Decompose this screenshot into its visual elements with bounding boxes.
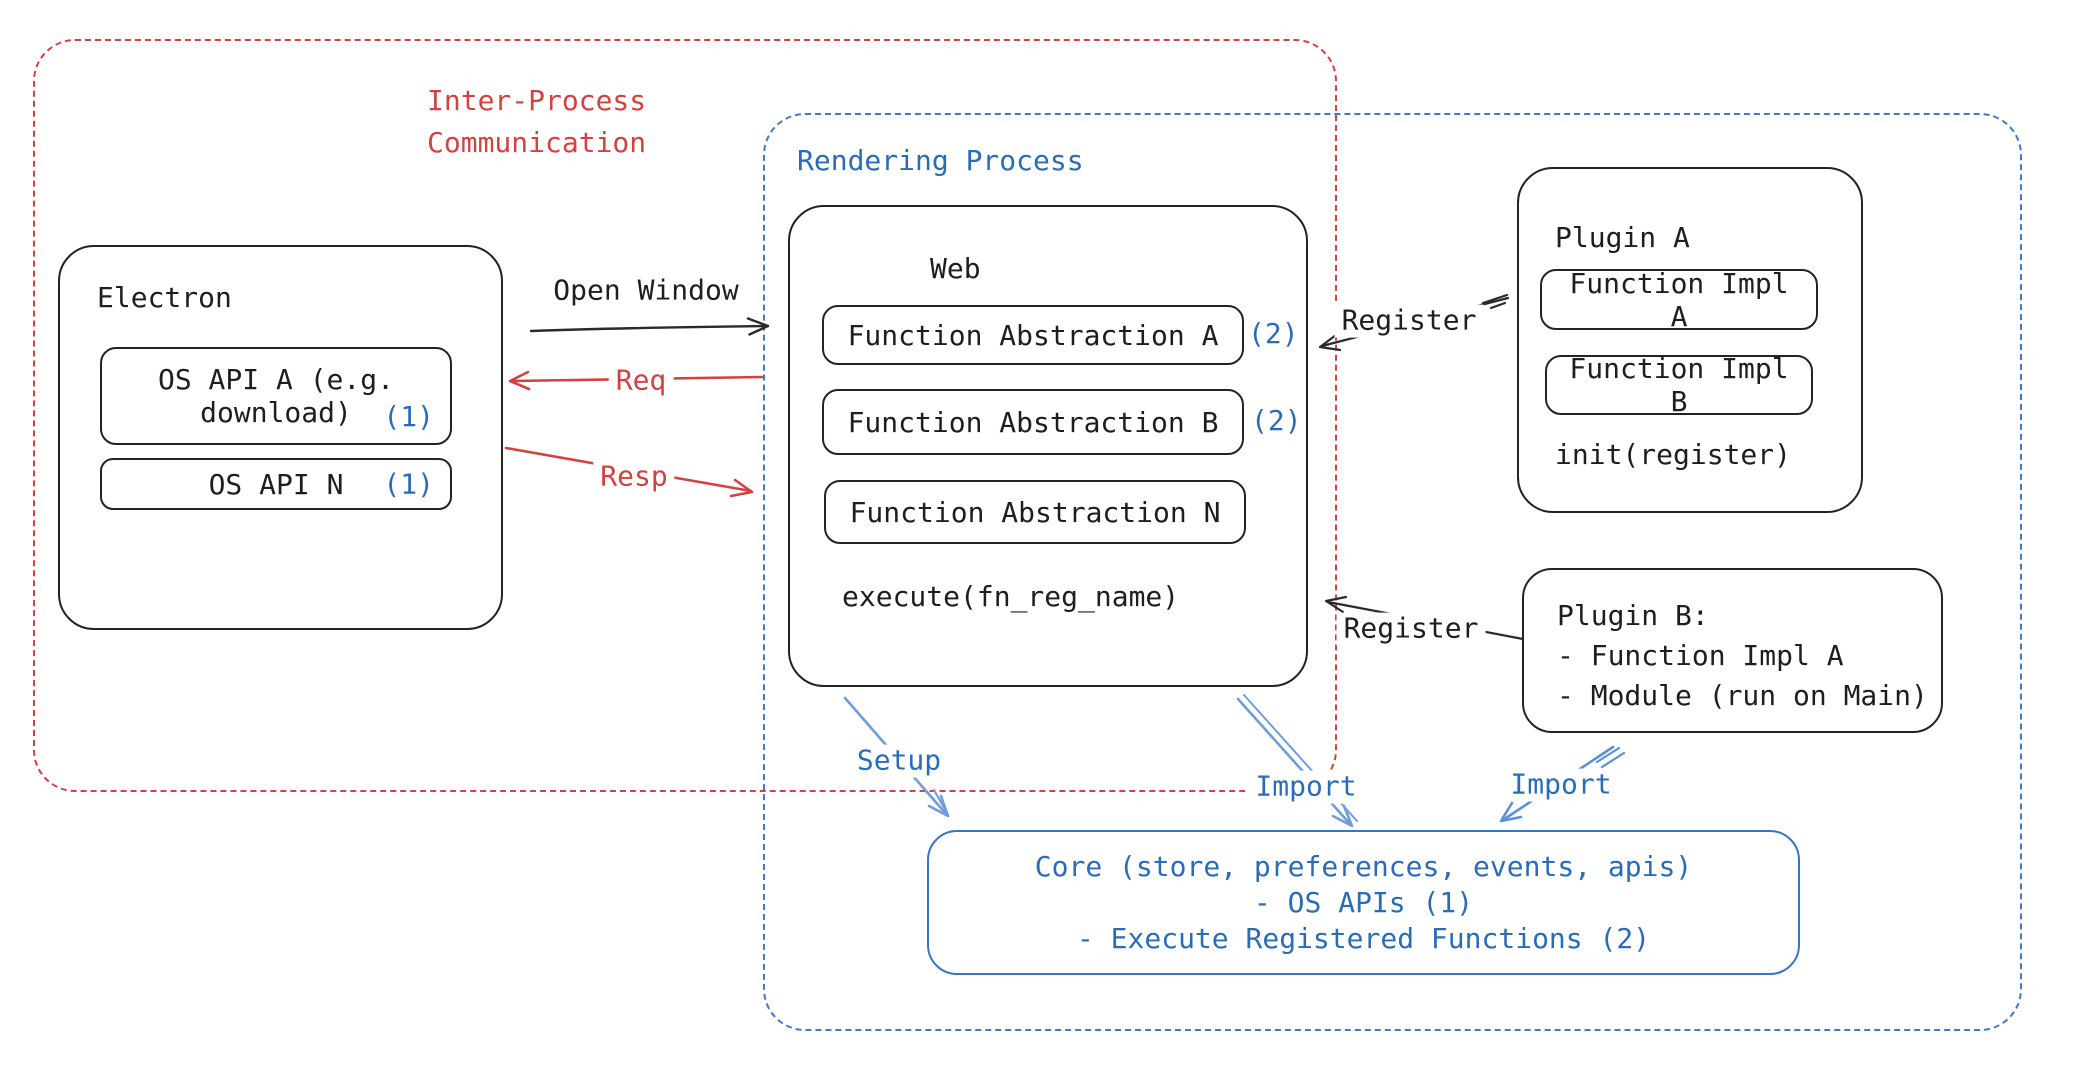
plugin-b-title: Plugin B: bbox=[1557, 599, 1709, 632]
os-api-n-box: OS API N (1) bbox=[100, 458, 452, 510]
ipc-label-line2: Communication bbox=[427, 126, 647, 159]
os-api-a-annotation: (1) bbox=[383, 400, 434, 433]
plugin-b-node: Plugin B: - Function Impl A - Module (run … bbox=[1522, 568, 1943, 733]
os-api-n-label: OS API N bbox=[208, 467, 344, 501]
import-right-label: Import bbox=[1503, 768, 1619, 802]
import-mid-label: Import bbox=[1248, 770, 1364, 804]
register-bottom-label: Register bbox=[1336, 612, 1486, 646]
open-window-arrow bbox=[529, 317, 770, 336]
core-node: Core (store, preferences, events, apis)-… bbox=[927, 830, 1800, 975]
function-abstraction-a-annotation: (2) bbox=[1248, 317, 1299, 350]
function-abstraction-b-box: Function Abstraction B bbox=[822, 389, 1244, 455]
function-abstraction-n-box: Function Abstraction N bbox=[824, 480, 1246, 544]
rendering-process-region-boundary bbox=[763, 113, 2022, 1031]
function-impl-a-box: Function Impl A bbox=[1540, 266, 1818, 333]
function-abstraction-a-box: Function Abstraction A bbox=[822, 305, 1244, 365]
plugin-a-title: Plugin A bbox=[1555, 221, 1690, 254]
setup-label: Setup bbox=[849, 744, 949, 778]
plugin-a-node: Plugin A Function Impl A Function Impl B… bbox=[1517, 167, 1863, 513]
rendering-process-label: Rendering Process bbox=[797, 144, 1084, 177]
web-node: Web Function Abstraction A Function Abst… bbox=[788, 205, 1308, 687]
req-label: Req bbox=[608, 364, 674, 398]
open-window-label: Open Window bbox=[546, 274, 746, 308]
function-abstraction-a-label: Function Abstraction A bbox=[847, 318, 1219, 352]
electron-title: Electron bbox=[97, 281, 232, 314]
ipc-region-boundary bbox=[33, 39, 1337, 792]
os-api-a-box: OS API A (e.g. download) (1) bbox=[100, 347, 452, 445]
web-title: Web bbox=[930, 252, 981, 285]
function-abstraction-n-label: Function Abstraction N bbox=[849, 495, 1221, 529]
web-method: execute(fn_reg_name) bbox=[842, 580, 1180, 613]
plugin-b-item-1: - Function Impl A bbox=[1557, 639, 1844, 672]
resp-label: Resp bbox=[593, 460, 675, 494]
core-text: Core (store, preferences, events, apis)-… bbox=[929, 849, 1798, 957]
function-impl-b-box: Function Impl B bbox=[1545, 352, 1813, 418]
core-line-1: Core (store, preferences, events, apis) bbox=[1034, 849, 1693, 883]
plugin-a-method: init(register) bbox=[1555, 438, 1792, 471]
register-top-label: Register bbox=[1334, 304, 1484, 338]
electron-node: Electron OS API A (e.g. download) (1) OS… bbox=[58, 245, 503, 630]
plugin-b-item-2: - Module (run on Main) bbox=[1557, 679, 1928, 712]
function-abstraction-b-annotation: (2) bbox=[1251, 404, 1302, 437]
ipc-label-line1: Inter-Process bbox=[427, 84, 647, 117]
core-line-3: - Execute Registered Functions (2) bbox=[1076, 921, 1651, 955]
import-mid-arrow bbox=[1236, 694, 1358, 828]
function-abstraction-b-label: Function Abstraction B bbox=[847, 405, 1219, 439]
os-api-a-label: OS API A (e.g. download) bbox=[157, 363, 394, 429]
function-impl-a-label: Function Impl A bbox=[1569, 266, 1789, 333]
plugin-b-text: Plugin B: - Function Impl A - Module (run … bbox=[1557, 596, 1928, 716]
function-impl-b-label: Function Impl B bbox=[1569, 352, 1789, 418]
core-line-2: - OS APIs (1) bbox=[1253, 885, 1474, 919]
os-api-n-annotation: (1) bbox=[383, 467, 434, 501]
